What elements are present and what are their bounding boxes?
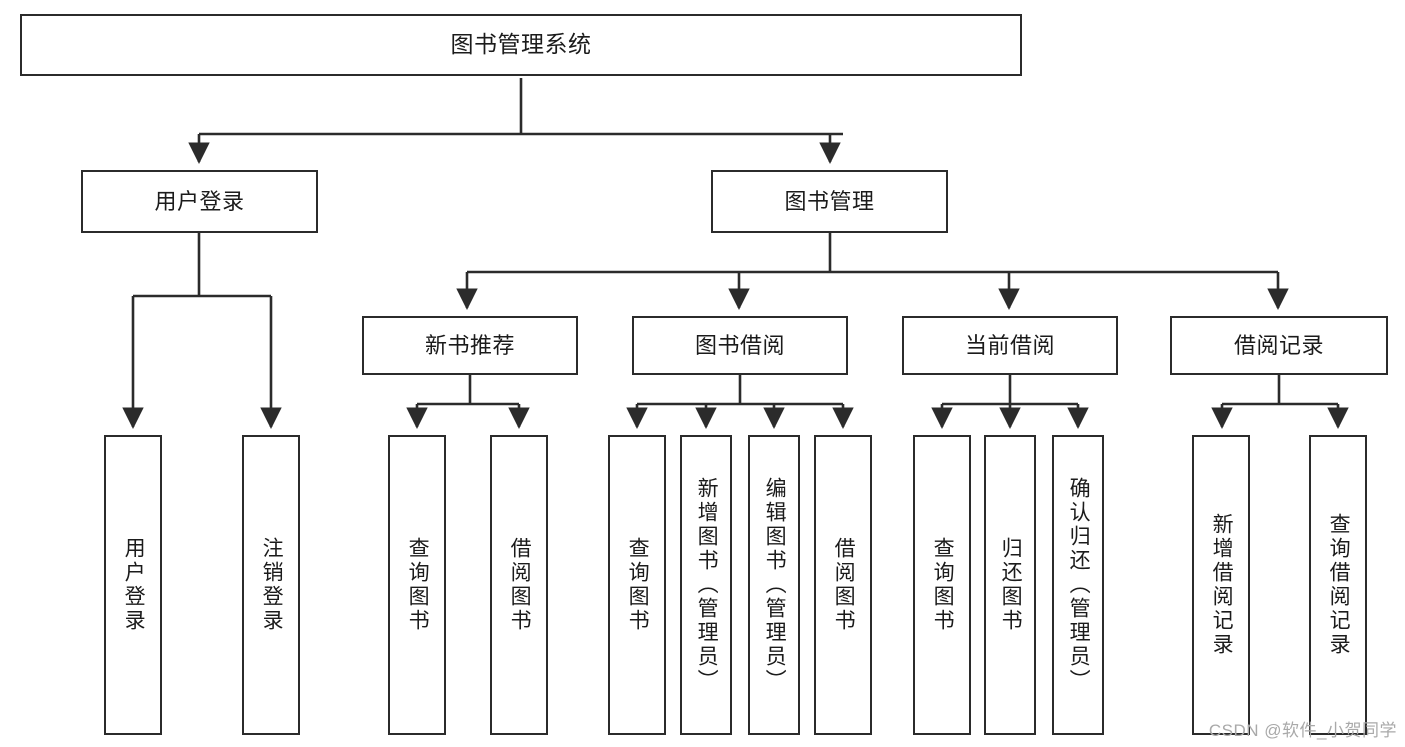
leaf-borrow-book[interactable]: 借阅图书	[814, 435, 872, 735]
node-label: 查询图书	[931, 537, 955, 633]
leaf-query-book-recommend[interactable]: 查询图书	[388, 435, 446, 735]
leaf-query-borrow-record[interactable]: 查询借阅记录	[1309, 435, 1367, 735]
node-book-borrow[interactable]: 图书借阅	[632, 316, 848, 375]
node-label: 查询图书	[626, 537, 650, 633]
leaf-return-book[interactable]: 归还图书	[984, 435, 1036, 735]
leaf-logout-login[interactable]: 注销登录	[242, 435, 300, 735]
node-current-borrow[interactable]: 当前借阅	[902, 316, 1118, 375]
node-label: 新增借阅记录	[1210, 513, 1234, 657]
leaf-add-borrow-record[interactable]: 新增借阅记录	[1192, 435, 1250, 735]
leaf-borrow-book-recommend[interactable]: 借阅图书	[490, 435, 548, 735]
node-label: 当前借阅	[964, 332, 1055, 358]
node-root-book-management-system[interactable]: 图书管理系统	[20, 14, 1022, 76]
node-new-book-recommend[interactable]: 新书推荐	[362, 316, 578, 375]
node-label: 查询图书	[406, 537, 430, 633]
node-label: 编辑图书（管理员）	[763, 477, 787, 693]
node-label: 确认归还（管理员）	[1067, 477, 1091, 693]
node-label: 注销登录	[260, 537, 284, 633]
node-label: 归还图书	[999, 537, 1023, 633]
node-label: 借阅图书	[508, 537, 532, 633]
leaf-user-login[interactable]: 用户登录	[104, 435, 162, 735]
node-label: 用户登录	[154, 188, 245, 214]
node-label: 新书推荐	[424, 332, 515, 358]
node-label: 图书管理系统	[450, 31, 592, 58]
leaf-query-book-current[interactable]: 查询图书	[913, 435, 971, 735]
node-label: 用户登录	[122, 537, 146, 633]
node-user-login[interactable]: 用户登录	[81, 170, 318, 233]
leaf-edit-book-admin[interactable]: 编辑图书（管理员）	[748, 435, 800, 735]
leaf-confirm-return-admin[interactable]: 确认归还（管理员）	[1052, 435, 1104, 735]
leaf-query-book-borrow[interactable]: 查询图书	[608, 435, 666, 735]
leaf-add-book-admin[interactable]: 新增图书（管理员）	[680, 435, 732, 735]
node-borrow-record[interactable]: 借阅记录	[1170, 316, 1388, 375]
node-label: 图书借阅	[694, 332, 785, 358]
node-label: 借阅记录	[1233, 332, 1324, 358]
node-label: 新增图书（管理员）	[695, 477, 719, 693]
node-label: 图书管理	[784, 188, 875, 214]
node-label: 借阅图书	[832, 537, 856, 633]
node-label: 查询借阅记录	[1327, 513, 1351, 657]
node-book-management[interactable]: 图书管理	[711, 170, 948, 233]
watermark-text: CSDN @软件_小贺同学	[1208, 721, 1397, 740]
